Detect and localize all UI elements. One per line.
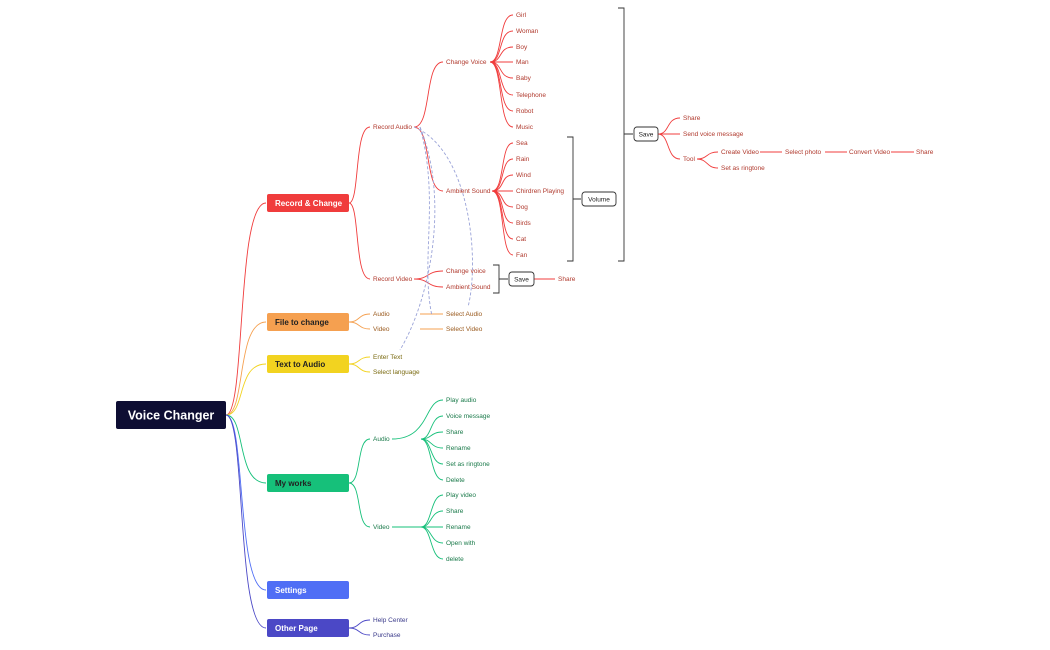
record-change-leaves: Record Audio Record Video Change Voice A…	[373, 12, 934, 291]
works-audio-option[interactable]: Voice message	[446, 413, 490, 420]
edge-record-audio	[348, 126, 371, 204]
edge-root-file	[225, 321, 267, 416]
ambient-option[interactable]: Fan	[516, 252, 528, 259]
node-volume[interactable]: Volume	[581, 191, 617, 207]
works-video-option[interactable]: Share	[446, 508, 464, 515]
node-enter-text[interactable]: Enter Text	[373, 354, 402, 361]
edge-changevoice-fan	[489, 14, 514, 128]
works-video-option[interactable]: Rename	[446, 524, 471, 531]
works-audio-option[interactable]: Play audio	[446, 397, 477, 404]
edge-root-other	[225, 414, 267, 629]
node-works-video[interactable]: Video	[373, 524, 390, 531]
works-audio-option[interactable]: Share	[446, 429, 464, 436]
node-ambient-sound[interactable]: Ambient Sound	[446, 188, 491, 195]
voice-option[interactable]: Telephone	[516, 92, 546, 99]
other-page-leaves: Help Center Purchase	[373, 617, 409, 639]
node-text-to-audio-label: Text to Audio	[275, 360, 325, 369]
voice-option[interactable]: Woman	[516, 28, 539, 35]
works-audio-option[interactable]: Set as ringtone	[446, 461, 490, 468]
node-send-voice-message[interactable]: Send voice message	[683, 131, 744, 138]
voice-option[interactable]: Baby	[516, 75, 532, 82]
node-select-audio[interactable]: Select Audio	[446, 311, 483, 318]
node-tool[interactable]: Tool	[683, 156, 695, 163]
edge-root-text	[225, 363, 267, 416]
node-settings[interactable]: Settings	[267, 581, 349, 599]
node-file-audio[interactable]: Audio	[373, 311, 390, 318]
voice-option[interactable]: Boy	[516, 44, 528, 51]
voice-option[interactable]: Robot	[516, 108, 534, 115]
node-record-audio[interactable]: Record Audio	[373, 124, 412, 131]
node-record-video[interactable]: Record Video	[373, 276, 413, 283]
works-video-option[interactable]: Open with	[446, 540, 476, 547]
bracket-video-save	[493, 264, 508, 294]
node-video-share[interactable]: Share	[558, 276, 576, 283]
node-create-video[interactable]: Create Video	[721, 149, 759, 156]
edge-root-works	[225, 414, 267, 484]
node-save-audio-label: Save	[639, 132, 654, 139]
node-convert-video[interactable]: Convert Video	[849, 149, 890, 156]
edge-audio-changevoice	[413, 61, 444, 128]
voice-option[interactable]: Music	[516, 124, 534, 131]
node-select-photo[interactable]: Select photo	[785, 149, 822, 156]
node-record-change[interactable]: Record & Change	[267, 194, 349, 212]
edge-root-settings	[225, 414, 267, 591]
node-set-ringtone[interactable]: Set as ringtone	[721, 165, 765, 172]
ambient-option[interactable]: Wind	[516, 172, 531, 179]
node-save-audio[interactable]: Save	[633, 126, 659, 142]
my-works-leaves: Audio Video Play audio Voice message Sha…	[373, 397, 490, 563]
root-label: Voice Changer	[128, 409, 215, 423]
ambient-option[interactable]: Chirdren Playing	[516, 188, 564, 195]
bracket-ambient-volume	[567, 136, 581, 262]
edge-record-video	[348, 202, 371, 280]
works-video-option[interactable]: Play video	[446, 492, 476, 499]
voice-option[interactable]: Girl	[516, 12, 527, 19]
ambient-option[interactable]: Rain	[516, 156, 530, 163]
node-select-language[interactable]: Select language	[373, 369, 420, 376]
works-video-option[interactable]: delete	[446, 556, 464, 563]
node-video-ambient-sound[interactable]: Ambient Sound	[446, 284, 491, 291]
node-help-center[interactable]: Help Center	[373, 617, 409, 624]
ambient-option[interactable]: Dog	[516, 204, 528, 211]
ambient-option[interactable]: Birds	[516, 220, 532, 227]
text-audio-leaves: Enter Text Select language	[373, 354, 420, 376]
node-file-video[interactable]: Video	[373, 326, 390, 333]
node-file-to-change[interactable]: File to change	[267, 313, 349, 331]
node-record-change-label: Record & Change	[275, 199, 343, 208]
node-other-page[interactable]: Other Page	[267, 619, 349, 637]
node-purchase[interactable]: Purchase	[373, 632, 401, 639]
file-change-leaves: Audio Video Select Audio Select Video	[373, 311, 483, 333]
node-volume-label: Volume	[588, 197, 610, 204]
voice-option[interactable]: Man	[516, 59, 529, 66]
bracket-audio-save	[618, 7, 633, 262]
ambient-option[interactable]: Sea	[516, 140, 528, 147]
node-change-voice[interactable]: Change Voice	[446, 59, 487, 66]
works-audio-option[interactable]: Rename	[446, 445, 471, 452]
node-select-video[interactable]: Select Video	[446, 326, 483, 333]
node-tool-share[interactable]: Share	[916, 149, 934, 156]
node-file-to-change-label: File to change	[275, 318, 329, 327]
node-save-video[interactable]: Save	[508, 271, 535, 287]
node-my-works[interactable]: My works	[267, 474, 349, 492]
node-text-to-audio[interactable]: Text to Audio	[267, 355, 349, 373]
node-video-change-voice[interactable]: Change voice	[446, 268, 486, 275]
node-works-audio[interactable]: Audio	[373, 436, 390, 443]
node-my-works-label: My works	[275, 479, 312, 488]
node-save-video-label: Save	[514, 277, 529, 284]
works-audio-option[interactable]: Delete	[446, 477, 465, 484]
ambient-option[interactable]: Cat	[516, 236, 526, 243]
mind-map-connectors	[225, 7, 914, 636]
node-other-page-label: Other Page	[275, 624, 318, 633]
edge-root-record	[225, 202, 267, 416]
node-settings-label: Settings	[275, 586, 307, 595]
edge-ambient-fan	[491, 142, 514, 256]
root-node[interactable]: Voice Changer	[116, 401, 226, 429]
node-save-share[interactable]: Share	[683, 115, 701, 122]
